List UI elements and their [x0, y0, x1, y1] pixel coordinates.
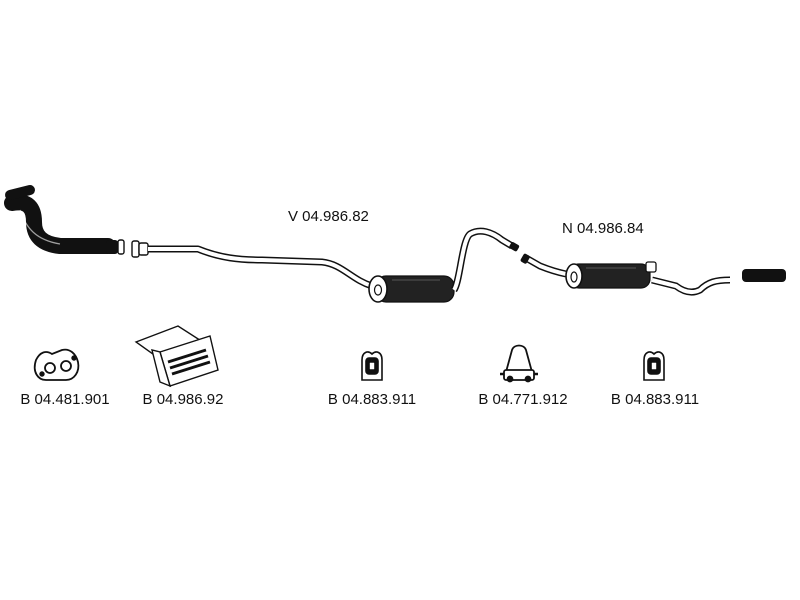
front-flange-joint	[117, 239, 149, 258]
mounting-kit-box-icon	[134, 325, 219, 388]
rubber-hanger-icon	[361, 351, 383, 381]
rear-silencer	[565, 261, 657, 289]
part-code: B 04.883.911	[327, 391, 417, 408]
pipe-clamp-icon	[500, 344, 538, 383]
rubber-hanger-icon	[643, 351, 665, 381]
part-code: B 04.771.912	[478, 391, 568, 408]
part-code: B 04.481.901	[20, 391, 110, 408]
part-code: B 04.883.911	[610, 391, 700, 408]
centre-silencer-code: V 04.986.82	[288, 208, 369, 225]
front-downpipe	[4, 185, 118, 254]
tailpipe	[651, 269, 786, 296]
front-pipe	[148, 245, 374, 290]
rear-silencer-code: N 04.986.84	[562, 220, 644, 237]
part-code: B 04.986.92	[142, 391, 224, 408]
rear-connecting-pipe	[520, 253, 567, 278]
flange-gasket-icon	[33, 348, 80, 381]
middle-pipe	[450, 227, 520, 293]
centre-silencer	[368, 275, 455, 303]
